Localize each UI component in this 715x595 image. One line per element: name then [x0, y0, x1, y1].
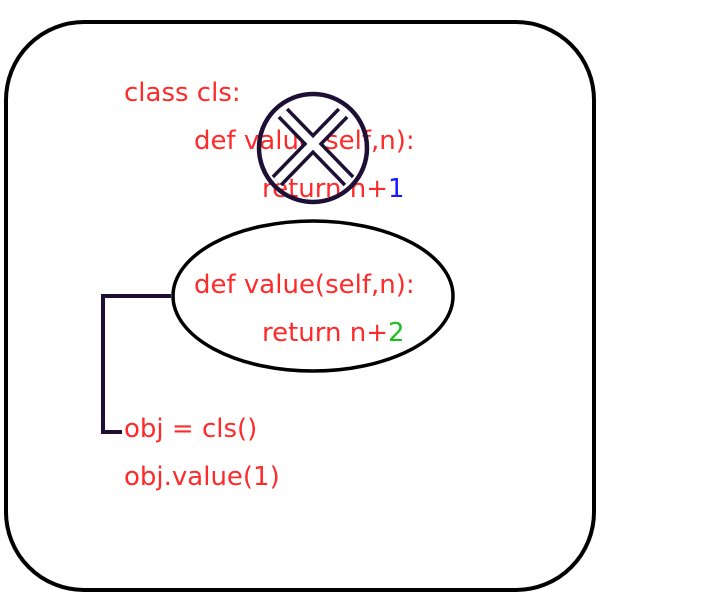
code-return-line-1: return n+1 [262, 176, 405, 202]
return-2-number: 2 [388, 318, 405, 348]
code-return-line-2: return n+2 [262, 320, 405, 346]
active-method-ellipse [171, 219, 455, 373]
code-obj-line: obj = cls() [124, 414, 258, 444]
return-2-text: return n+ [262, 318, 389, 348]
dispatch-connector [101, 294, 171, 434]
code-call-line: obj.value(1) [124, 462, 280, 492]
outer-frame [4, 20, 596, 592]
return-1-number: 1 [388, 174, 405, 204]
return-1-text: return n+ [262, 174, 389, 204]
code-def-line-1: def value(self,n): [194, 126, 415, 156]
code-class-line: class cls: [124, 78, 241, 108]
code-def-line-2: def value(self,n): [194, 270, 415, 300]
